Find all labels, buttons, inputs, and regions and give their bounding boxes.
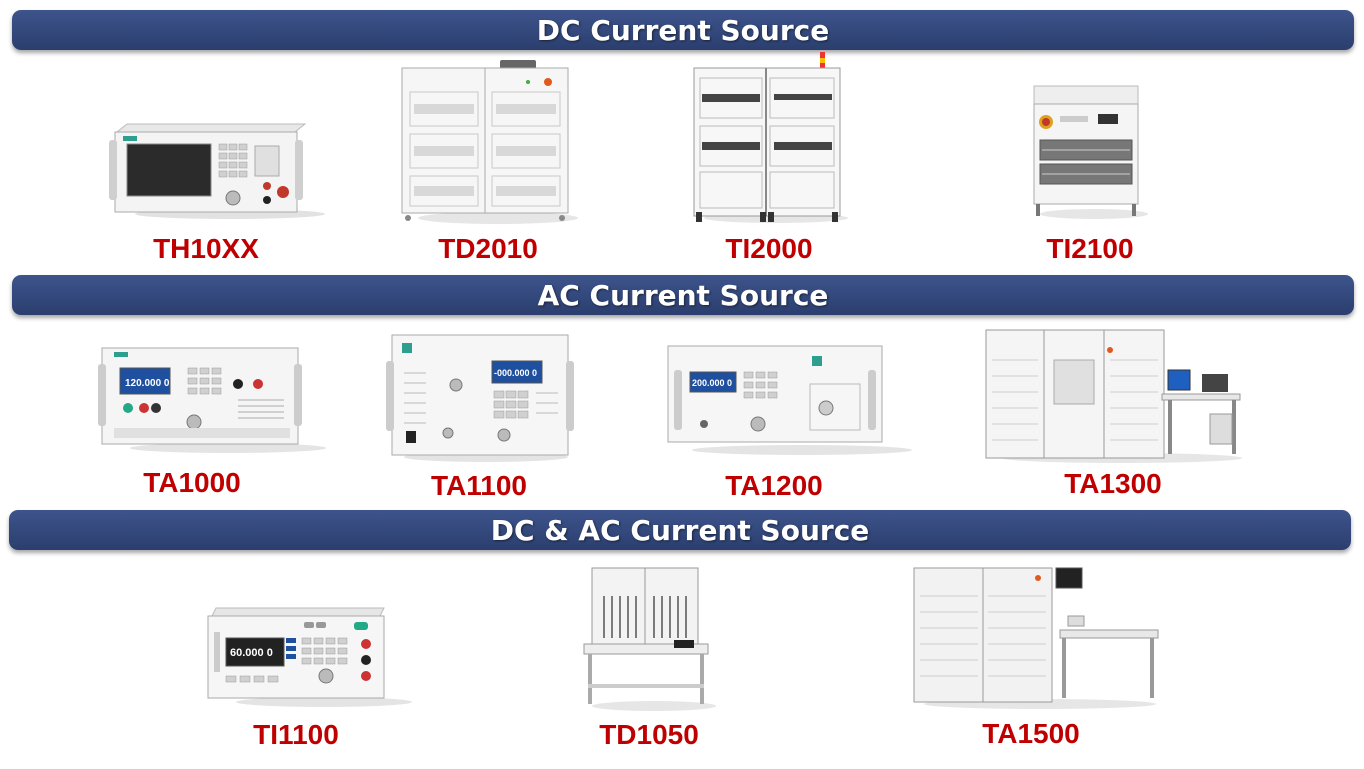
product-image-ta1100: -000.000 0 (386, 333, 576, 463)
product-label-ta1300: TA1300 (1064, 468, 1162, 499)
product-label-ti2100: TI2100 (1046, 233, 1134, 264)
product-label-th10xx: TH10XX (153, 233, 259, 264)
ta1000-display: 120.000 0 (125, 378, 170, 389)
product-label-td2010: TD2010 (438, 233, 538, 264)
product-label-ta1000: TA1000 (143, 467, 241, 498)
ta1100-display: -000.000 0 (494, 368, 537, 378)
product-image-ta1200: 200.000 0 (662, 344, 918, 456)
ti1100-display: 60.000 0 (230, 647, 273, 659)
product-image-td2010 (398, 58, 578, 226)
product-label-ta1500: TA1500 (982, 718, 1080, 749)
product-label-ti1100: TI1100 (253, 719, 339, 750)
product-image-ti1100: 60.000 0 (204, 604, 416, 708)
product-image-ta1500 (910, 566, 1162, 710)
product-label-ta1200: TA1200 (725, 470, 823, 501)
product-image-ta1000: 120.000 0 (98, 344, 330, 454)
product-label-ta1100: TA1100 (431, 470, 527, 501)
section-banner-dc-ac: DC & AC Current Source (9, 510, 1351, 550)
product-label-td1050: TD1050 (599, 719, 699, 750)
product-label-ti2000: TI2000 (725, 233, 813, 264)
product-image-ta1300 (982, 326, 1244, 464)
product-image-ti2100 (1028, 84, 1153, 220)
section-banner-ac: AC Current Source (12, 275, 1354, 315)
product-image-ti2000 (690, 52, 850, 225)
section-banner-dc: DC Current Source (12, 10, 1354, 50)
product-image-td1050 (582, 566, 720, 712)
ta1200-display: 200.000 0 (692, 378, 732, 388)
product-image-th10xx (105, 120, 330, 220)
